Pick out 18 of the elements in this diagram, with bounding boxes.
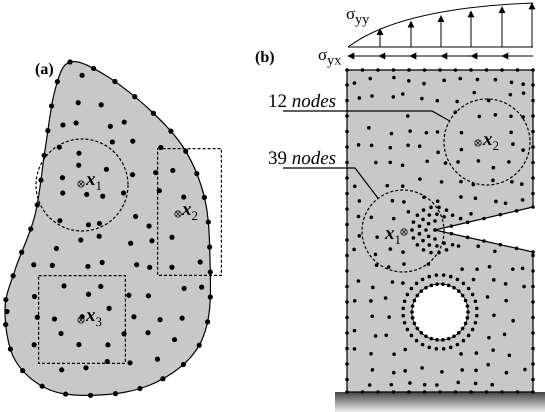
panel-label: (a): [35, 62, 54, 78]
callout-text: 39 nodes: [268, 149, 348, 169]
point-label: x$_{2}$: [483, 130, 499, 152]
support-rectangle: [38, 275, 126, 364]
stress-label: σ$_{yy}$: [346, 5, 370, 27]
support-circle: [361, 189, 445, 273]
leader-line: [283, 167, 379, 199]
point-label: x$_{1}$: [385, 224, 401, 246]
point-label: x$_{1}$: [86, 170, 102, 192]
point-label: x$_{3}$: [86, 306, 102, 328]
support-circle: [35, 138, 129, 232]
callout-text: 12 nodes: [268, 92, 348, 112]
stress-label: σ$_{yx}$: [318, 46, 342, 68]
point-label: x$_{2}$: [182, 200, 198, 222]
leader-line: [283, 110, 450, 122]
support-circle: [443, 98, 531, 186]
support-rectangle: [157, 148, 222, 276]
panel-label: (b): [255, 50, 275, 66]
